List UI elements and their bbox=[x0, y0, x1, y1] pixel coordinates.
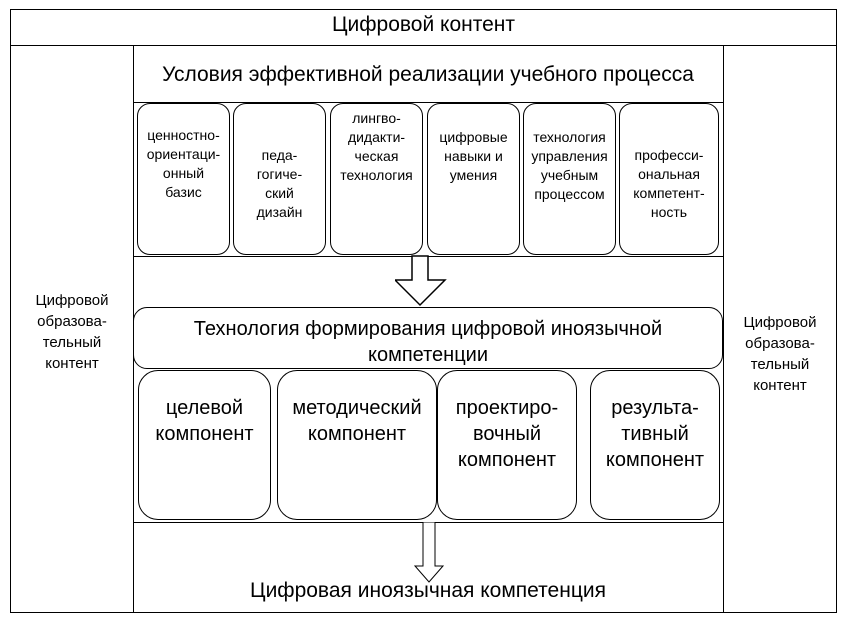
component-box-result: результа- тивный компонент bbox=[590, 370, 720, 520]
right-side-label: Цифровой образова- тельный контент bbox=[743, 314, 817, 394]
condition-box-professional-competence: професси- ональная компетент- ность bbox=[619, 103, 719, 255]
conditions-title: Условия эффективной реализации учебного … bbox=[162, 63, 694, 86]
conditions-band-top bbox=[133, 102, 723, 103]
component-label-result: результа- тивный компонент bbox=[605, 397, 705, 471]
thin-down-arrow-icon bbox=[413, 522, 445, 583]
condition-label-professional-competence: професси- ональная компетент- ность bbox=[633, 147, 705, 220]
diagram-frame bbox=[10, 9, 837, 613]
component-box-target: целевой компонент bbox=[138, 370, 271, 520]
condition-box-linguodidactic: лингво- дидакти- ческая технология bbox=[330, 103, 423, 255]
technology-title-line2: компетенции bbox=[367, 344, 489, 366]
condition-box-digital-skills: цифровые навыки и умения bbox=[427, 103, 520, 255]
right-column-divider bbox=[723, 46, 724, 613]
component-box-methodical: методический компонент bbox=[277, 370, 437, 520]
condition-box-values: ценностно- ориентаци- онный базис bbox=[137, 103, 230, 255]
technology-box bbox=[133, 307, 723, 369]
component-label-methodical: методический компонент bbox=[292, 397, 422, 445]
condition-label-pedagogical-design: педа- гогиче- ский дизайн bbox=[256, 147, 303, 220]
footer-title: Цифровая иноязычная компетенция bbox=[250, 579, 606, 602]
condition-label-linguodidactic: лингво- дидакти- ческая технология bbox=[340, 110, 413, 183]
component-label-target: целевой компонент bbox=[155, 397, 254, 445]
component-label-design: проектиро- вочный компонент bbox=[455, 397, 559, 471]
condition-label-process-management: технология управления учебным процессом bbox=[531, 129, 608, 202]
condition-label-values: ценностно- ориентаци- онный базис bbox=[146, 127, 221, 200]
condition-box-process-management: технология управления учебным процессом bbox=[523, 103, 616, 255]
left-side-label: Цифровой образова- тельный контент bbox=[35, 292, 109, 372]
header-row bbox=[10, 9, 837, 46]
component-box-design: проектиро- вочный компонент bbox=[437, 370, 577, 520]
condition-box-pedagogical-design: педа- гогиче- ский дизайн bbox=[233, 103, 326, 255]
down-arrow-icon bbox=[395, 255, 447, 307]
technology-title-line1: Технология формирования цифровой иноязыч… bbox=[193, 318, 663, 340]
condition-label-digital-skills: цифровые навыки и умения bbox=[439, 129, 508, 183]
header-title: Цифровой контент bbox=[331, 13, 516, 36]
